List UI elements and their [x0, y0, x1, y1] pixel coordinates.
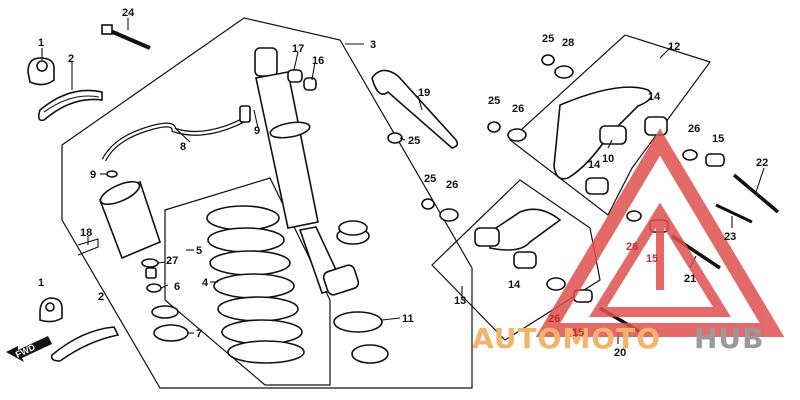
callout-25-b: 25: [542, 33, 554, 45]
frame-arm-group: [509, 34, 711, 216]
callout-6: 6: [174, 281, 180, 293]
nut-25-top: [541, 54, 555, 66]
callout-8: 8: [180, 141, 186, 153]
shock-link: [474, 208, 562, 269]
callout-27: 27: [166, 255, 178, 267]
bushing-17: [287, 69, 303, 83]
callout-2: 2: [68, 53, 74, 65]
callout-1-lower: 1: [38, 277, 44, 289]
watermark-text-main: AUTOMOTO: [472, 322, 661, 355]
watermark-text-hub: HUB: [694, 322, 765, 355]
washer-26-r1: [682, 149, 698, 161]
nut-25-mid: [487, 121, 501, 133]
frame-shock-assembly: [61, 17, 473, 389]
callout-9-right: 9: [254, 125, 260, 137]
callout-17: 17: [292, 43, 304, 55]
callout-15-c: 15: [572, 327, 584, 339]
callout-20: 20: [614, 347, 626, 359]
callout-12: 12: [668, 41, 680, 53]
shock-spring: [206, 205, 305, 364]
callout-19: 19: [418, 87, 430, 99]
callout-5: 5: [196, 245, 202, 257]
callout-21: 21: [684, 273, 696, 285]
washer-26-r2: [626, 210, 642, 222]
callout-26-c: 26: [688, 123, 700, 135]
circlip-27: [141, 258, 159, 268]
spring-seat-11: [333, 311, 383, 333]
callout-24: 24: [122, 7, 135, 19]
spring-guide: [351, 344, 389, 364]
callout-9-left: 9: [90, 169, 96, 181]
bump-stop: [336, 220, 370, 245]
spring-seat-7: [153, 324, 189, 342]
band-clamp-2: [37, 89, 103, 122]
callout-26-e: 26: [548, 313, 560, 325]
callout-14-b: 14: [588, 159, 601, 171]
watermark-logo: [535, 128, 785, 337]
callout-4: 4: [202, 277, 209, 289]
callout-28: 28: [562, 37, 574, 49]
nut-25-low: [421, 198, 435, 210]
callout-10: 10: [602, 153, 614, 165]
collar-15-r1: [705, 153, 725, 167]
nut-9: [106, 170, 118, 178]
callout-2-lower: 2: [98, 291, 104, 303]
reservoir-cap-1-lower: [39, 297, 63, 323]
frame-spring-group: [164, 177, 331, 386]
callout-3: 3: [370, 39, 376, 51]
reservoir-cap-1: [27, 57, 55, 86]
callout-13: 13: [454, 295, 466, 307]
washer-26-r3: [546, 277, 566, 291]
callout-16: 16: [312, 55, 324, 67]
callout-labels: 1 2 24 3 17 16 8 9 9 18 5 4 27 6 7 11 1 …: [38, 7, 768, 359]
bushing-16: [303, 77, 317, 91]
o-ring: [151, 305, 179, 319]
reservoir-tank: [98, 180, 161, 260]
callout-14-c: 14: [508, 279, 521, 291]
bracket-18: [77, 238, 99, 256]
reservoir-hose: [101, 105, 251, 162]
callout-26-d: 26: [626, 241, 638, 253]
bolt-24: [101, 24, 151, 50]
callout-14-a: 14: [648, 91, 661, 103]
washer-stack: [145, 267, 157, 279]
washer-26-low: [439, 208, 459, 222]
shock-arm: [553, 86, 668, 195]
seal-6: [146, 283, 162, 293]
callout-26-b: 26: [446, 179, 458, 191]
nut-25: [387, 132, 403, 144]
washer-26-mid: [507, 128, 527, 142]
watermark-triangle: [535, 128, 785, 337]
callout-7: 7: [196, 328, 202, 340]
leader-lines: [41, 18, 765, 344]
bolt-23: [715, 203, 753, 224]
callout-18: 18: [80, 227, 92, 239]
callout-15-b: 15: [646, 253, 658, 265]
fwd-arrow: FWD: [6, 336, 52, 362]
spanner-wrench: [371, 69, 459, 149]
callout-26-a: 26: [512, 103, 524, 115]
shock-absorber-body: [254, 47, 360, 296]
callout-1: 1: [38, 37, 44, 49]
callout-25-a: 25: [408, 135, 420, 147]
bolt-22: [732, 173, 780, 214]
callout-25-d: 25: [424, 173, 436, 185]
washer-28: [554, 65, 574, 79]
band-clamp-2-lower: [50, 326, 120, 362]
callout-23: 23: [724, 231, 736, 243]
callout-11: 11: [402, 313, 414, 325]
callout-25-c: 25: [488, 95, 500, 107]
callout-15-a: 15: [712, 133, 724, 145]
callout-22: 22: [756, 157, 768, 169]
